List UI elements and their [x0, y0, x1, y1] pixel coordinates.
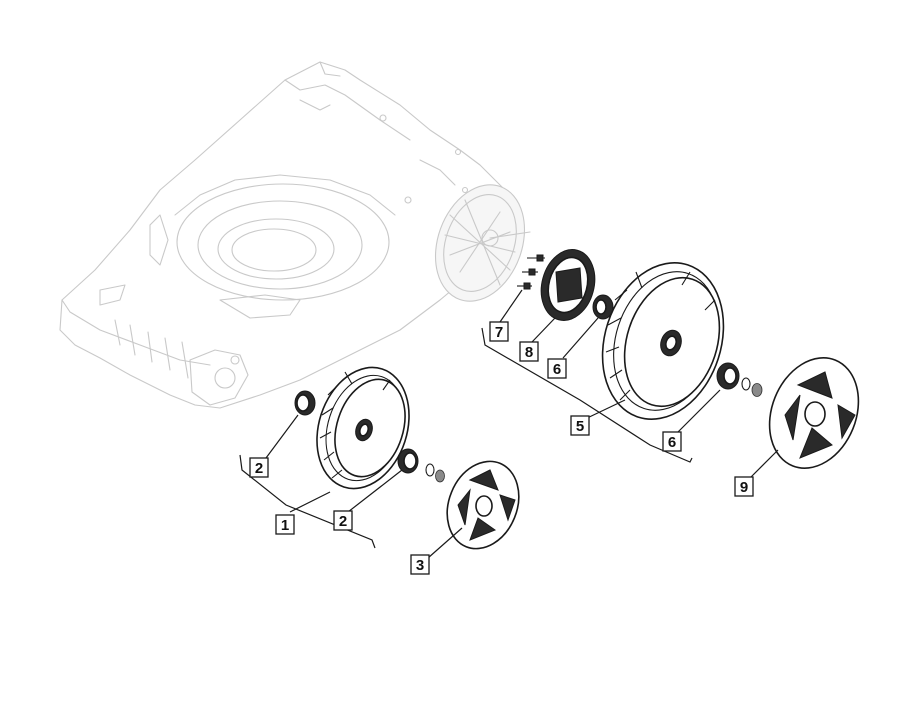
rear-drive-ring: [540, 249, 596, 321]
callout-6-inner: 6: [547, 358, 567, 379]
callout-5: 5: [570, 415, 590, 436]
front-outer-gear: [397, 448, 445, 483]
front-inner-gear: [294, 390, 316, 416]
callout-2-outer-label: 2: [339, 513, 347, 530]
rear-wheel: [601, 262, 725, 420]
rear-hub-plate-outline: [434, 184, 531, 302]
rear-inner-pinion: [592, 294, 614, 320]
callout-8-label: 8: [525, 344, 533, 361]
callout-9-label: 9: [740, 479, 748, 496]
front-wheel: [316, 366, 410, 490]
rear-outer-pinion: [716, 362, 763, 397]
callout-7-label: 7: [495, 324, 503, 341]
callout-2-inner-label: 2: [255, 460, 263, 477]
callout-6-inner-label: 6: [553, 361, 561, 378]
callout-2-inner: 2: [249, 457, 269, 478]
callout-6-outer-label: 6: [668, 434, 676, 451]
callout-7: 7: [489, 321, 509, 342]
rear-hubcap: [768, 357, 860, 469]
callout-9: 9: [734, 476, 754, 497]
callout-1: 1: [275, 514, 295, 535]
rear-bolts: [517, 254, 545, 290]
leader-lines: [239, 289, 779, 559]
callout-2-outer: 2: [333, 510, 353, 531]
callout-3-label: 3: [416, 557, 424, 574]
mower-deck-outline: [59, 61, 521, 409]
callout-6-outer: 6: [662, 431, 682, 452]
callout-8: 8: [519, 341, 539, 362]
callout-3: 3: [410, 554, 430, 575]
front-hubcap: [446, 460, 520, 550]
callout-5-label: 5: [576, 418, 584, 435]
callout-1-label: 1: [281, 517, 289, 534]
